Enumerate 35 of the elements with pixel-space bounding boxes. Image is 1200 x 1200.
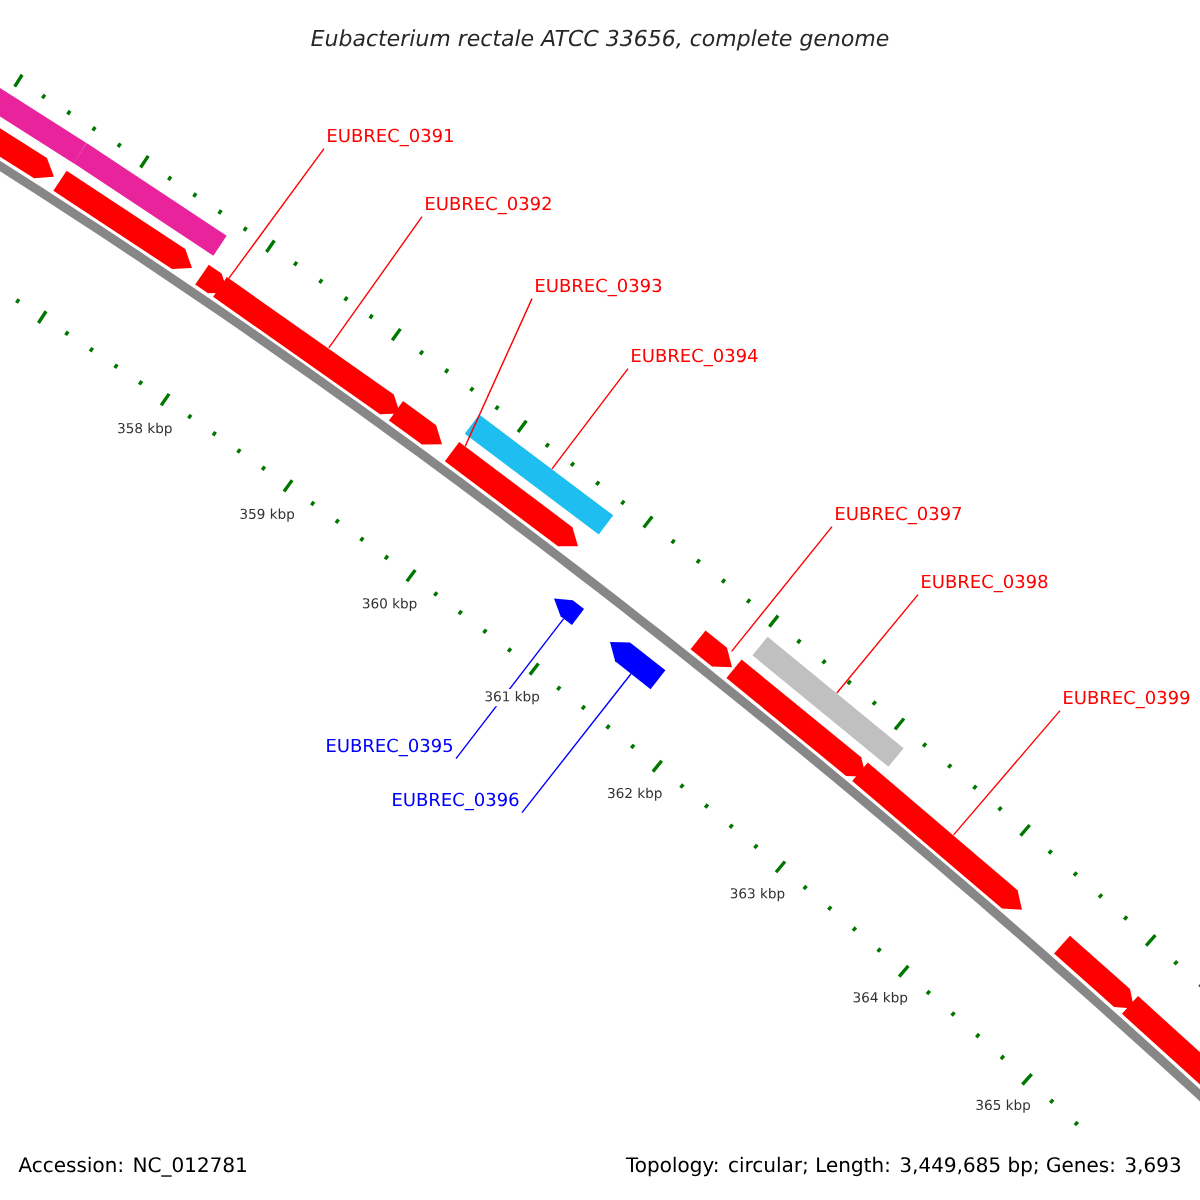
gene-label: EUBREC_0397 [836, 506, 961, 525]
leader-line [551, 367, 629, 470]
leader-line [952, 709, 1061, 836]
leader-line [464, 297, 533, 448]
leader-line [455, 617, 565, 760]
gene-bar [0, 82, 87, 164]
gene-bar [73, 143, 227, 256]
title: Eubacterium rectale ATCC 33656, complete genome [311, 29, 889, 51]
genome-info-text: Topology: circular; Length: 3,449,685 bp; Genes: 3,693 [625, 1156, 1180, 1177]
gene-bar [752, 636, 904, 767]
leader-line [521, 673, 632, 814]
accession-text: Accession: NC_012781 [18, 1156, 246, 1177]
gene-block [726, 659, 866, 777]
gene-block [690, 630, 732, 668]
leader-line [836, 593, 919, 694]
gene-block [388, 401, 442, 445]
gene-label: EUBREC_0391 [328, 128, 453, 147]
gene-block [444, 442, 578, 547]
gene-block [213, 277, 400, 415]
gene-block [852, 762, 1022, 910]
gene-block [1054, 935, 1134, 1009]
gene-block [53, 170, 192, 270]
gene-label: EUBREC_0395 [327, 738, 453, 757]
gene-bar [464, 414, 614, 535]
gene-label: EUBREC_0394 [632, 348, 758, 367]
leader-line [328, 215, 423, 349]
gene-label: EUBREC_0399 [1064, 690, 1190, 709]
gene-block [554, 598, 585, 625]
gene-block [610, 641, 666, 690]
gene-label: EUBREC_0392 [426, 196, 551, 215]
gene-label: EUBREC_0396 [393, 792, 519, 811]
gene-label: EUBREC_0393 [536, 278, 662, 297]
leader-line [228, 147, 325, 280]
leader-line [730, 525, 833, 653]
gene-label: EUBREC_0398 [922, 574, 1048, 593]
